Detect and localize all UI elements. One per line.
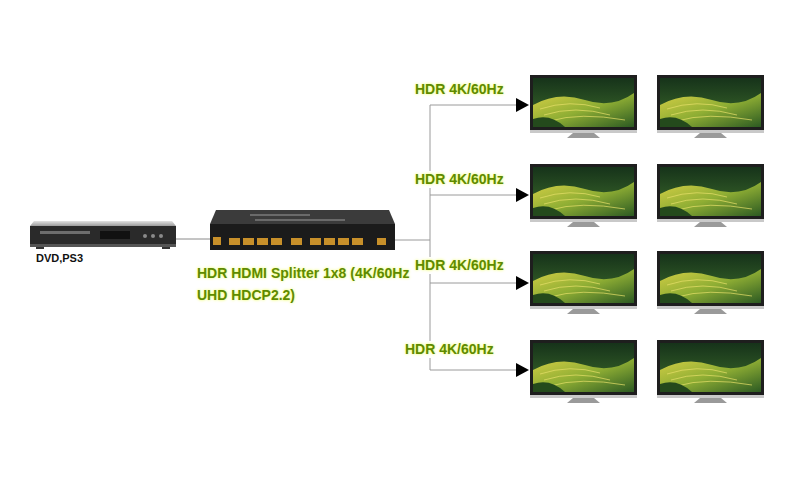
cable-connector (176, 239, 210, 240)
dvd-player-illustration (30, 221, 176, 249)
output-wires (395, 105, 517, 370)
tv-illustrations (530, 75, 764, 403)
splitter-device: HDR HDMI Splitter 1x8 (4K/60Hz UHD HDCP2… (210, 210, 395, 306)
output-label: HDR 4K/60Hz (413, 171, 506, 188)
node-label: DVD,PS3 (36, 251, 176, 265)
output-label: HDR 4K/60Hz (413, 257, 506, 274)
output-label: HDR 4K/60Hz (403, 341, 496, 358)
node-label: HDR HDMI Splitter 1x8 (4K/60Hz UHD HDCP2… (197, 262, 413, 306)
output-arrowheads (516, 98, 529, 377)
source-device: DVD,PS3 (30, 221, 176, 265)
hdmi-splitter-illustration (210, 210, 395, 250)
output-label: HDR 4K/60Hz (413, 81, 506, 98)
